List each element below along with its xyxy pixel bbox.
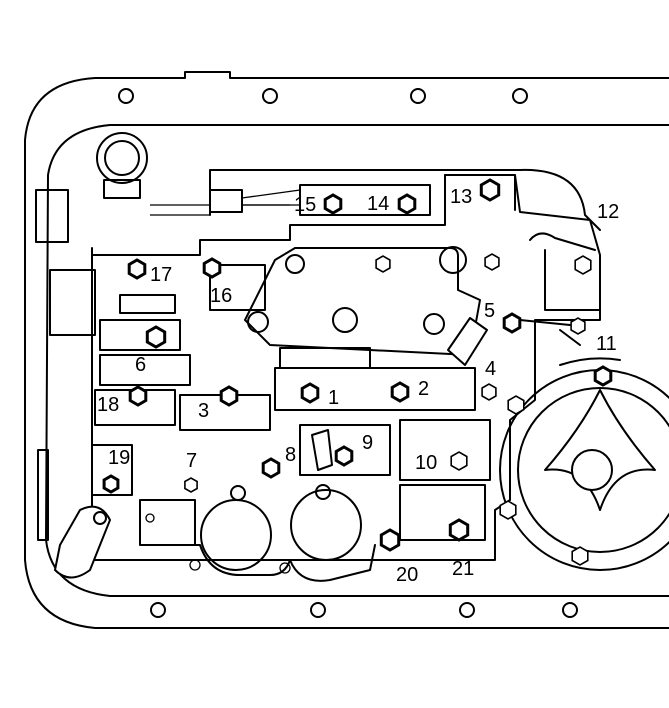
callout-2: 2 <box>418 378 429 400</box>
callout-9: 9 <box>362 432 373 454</box>
callout-19: 19 <box>108 447 130 469</box>
bolt-1 <box>300 382 320 404</box>
pump-assembly <box>499 357 669 571</box>
callout-1: 1 <box>328 387 339 409</box>
callout-12: 12 <box>597 201 619 223</box>
bolt-4 <box>481 383 497 401</box>
bolt-right-a <box>570 317 586 335</box>
callout-18: 18 <box>97 394 119 416</box>
callout-labels: 1 2 3 4 5 6 7 8 9 10 11 12 13 14 15 16 1… <box>97 186 619 586</box>
callout-8: 8 <box>285 444 296 466</box>
accumulator <box>35 132 148 336</box>
callout-17: 17 <box>150 264 172 286</box>
callout-21: 21 <box>452 558 474 580</box>
bolt-20 <box>379 528 401 552</box>
bolt-13 <box>479 178 501 202</box>
callout-20: 20 <box>396 564 418 586</box>
bolt-upper-a <box>375 255 391 273</box>
callout-13: 13 <box>450 186 472 208</box>
bolt-19 <box>102 474 120 494</box>
bolt-upper-b <box>484 253 500 271</box>
bolt-16 <box>202 257 222 279</box>
callout-11: 11 <box>596 333 617 355</box>
callout-10: 10 <box>415 452 437 474</box>
callout-4: 4 <box>485 358 496 380</box>
callout-7: 7 <box>186 450 197 472</box>
valve-body <box>37 168 601 582</box>
bolt-2 <box>390 381 410 403</box>
bolt-18 <box>128 385 148 407</box>
bolt-7 <box>184 477 198 493</box>
bolt-right-b <box>507 395 525 415</box>
bolt-21 <box>448 518 470 542</box>
bolt-5 <box>502 312 522 334</box>
bolt-6 <box>145 325 167 349</box>
bolt-8 <box>261 457 281 479</box>
callout-6: 6 <box>135 354 146 376</box>
bolt-14 <box>397 193 417 215</box>
callout-3: 3 <box>198 400 209 422</box>
bolt-10 <box>450 451 468 471</box>
callout-15: 15 <box>294 194 316 216</box>
bolt-3 <box>219 385 239 407</box>
bolt-pump-a <box>499 500 517 520</box>
bolt-pump-b <box>571 546 589 566</box>
bolt-17 <box>127 258 147 280</box>
bolt-12 <box>574 255 592 275</box>
case-holes <box>118 88 578 618</box>
bolt-11 <box>593 365 613 387</box>
callout-16: 16 <box>210 285 232 307</box>
callout-5: 5 <box>484 300 495 322</box>
bolt-15 <box>323 193 343 215</box>
callout-14: 14 <box>367 193 389 215</box>
bolt-heads <box>102 178 613 566</box>
bolt-9 <box>334 445 354 467</box>
